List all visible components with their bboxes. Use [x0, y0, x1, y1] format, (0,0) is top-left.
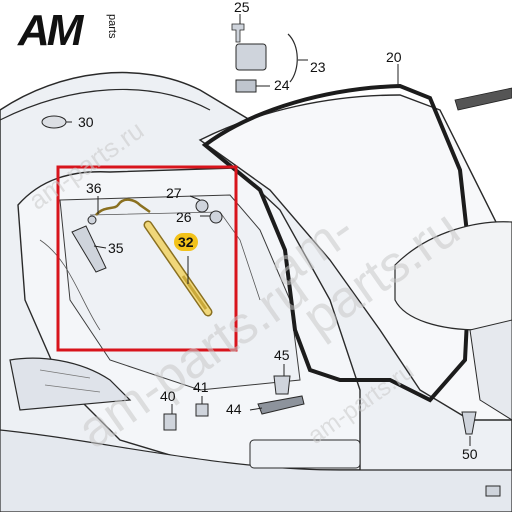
callout-36: 36: [86, 180, 102, 196]
callout-30: 30: [78, 114, 94, 130]
rear-bumper: [0, 429, 512, 512]
screw-41: [195, 403, 209, 417]
inner-panel: [59, 194, 301, 391]
screw-bottom: [485, 485, 501, 497]
nut-26: [209, 210, 223, 224]
callout-27: 27: [166, 185, 182, 201]
handle-44: [257, 395, 305, 415]
callout-26: 26: [176, 209, 192, 225]
plug-30: [41, 115, 67, 129]
screw-25: [231, 23, 245, 43]
callout-44: 44: [226, 401, 242, 417]
bumper-45: [273, 375, 291, 395]
tailgate-seal: [201, 83, 473, 403]
logo-subtext: parts: [106, 14, 118, 39]
nut-27: [195, 199, 209, 213]
callout-50: 50: [462, 446, 478, 462]
logo-mark: AM: [18, 6, 83, 55]
callout-23: 23: [310, 59, 326, 75]
bracket-23: [287, 33, 298, 83]
left-tail-light: [9, 357, 132, 411]
clip-50: [461, 411, 477, 435]
bracket: [71, 225, 107, 273]
callout-24: 24: [274, 77, 290, 93]
gas-strut: [143, 220, 213, 317]
highlight-frame: [56, 165, 238, 352]
hinge-part: [235, 43, 267, 71]
roof-edge: [0, 88, 211, 121]
clip-40: [163, 413, 177, 431]
callout-32-highlighted: 32: [174, 233, 198, 251]
leader-lines: [66, 14, 471, 446]
callout-20: 20: [386, 49, 402, 65]
rear-window: [394, 221, 512, 331]
callout-41: 41: [193, 379, 209, 395]
license-plate-recess: [249, 439, 361, 469]
callout-35: 35: [108, 240, 124, 256]
spoiler-strip: [454, 87, 512, 111]
hinge-pad: [235, 79, 257, 93]
right-tail-light: [469, 319, 512, 421]
callout-25: 25: [234, 0, 250, 15]
wire-harness: [95, 198, 151, 216]
callout-45: 45: [274, 347, 290, 363]
callout-40: 40: [160, 388, 176, 404]
